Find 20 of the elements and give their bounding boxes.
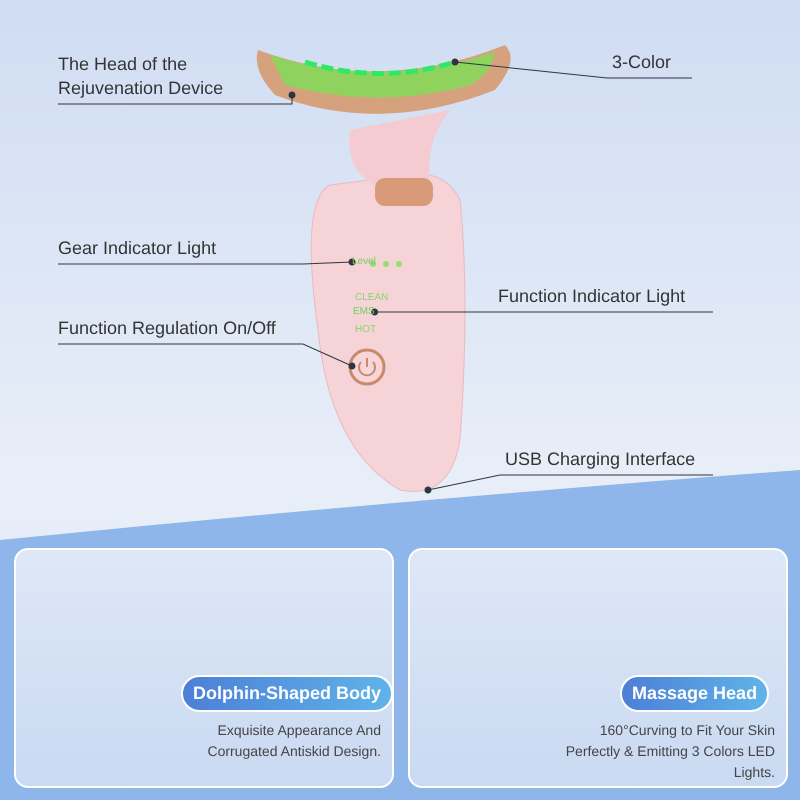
mode-text: HOT [355,324,376,335]
callout-text: The Head of the Rejuvenation Device [58,52,290,104]
description-text: Exquisite Appearance And Corrugated Antiskid Design. [206,721,381,761]
leader-line [58,344,356,370]
mode-text: CLEAN [355,292,388,303]
callout-text: Function Regulation On/Off [58,316,298,344]
leader-line [58,258,356,266]
feature-card [408,548,788,788]
title-pill: Dolphin-Shaped Body [181,675,393,712]
leader-line [371,308,714,316]
callout-text: Function Indicator Light [498,284,713,312]
callout-text: USB Charging Interface [505,447,713,475]
description-text: 160°Curving to Fit Your Skin Perfectly & Emitting 3 Colors LED Lights. [564,721,775,782]
title-pill: Massage Head [620,675,770,712]
feature-card [14,548,394,788]
leader-line [58,92,296,104]
leader-line [424,474,714,494]
leader-line [452,58,692,78]
callout-text: 3-Color [612,50,692,78]
callout-text: Gear Indicator Light [58,236,298,264]
